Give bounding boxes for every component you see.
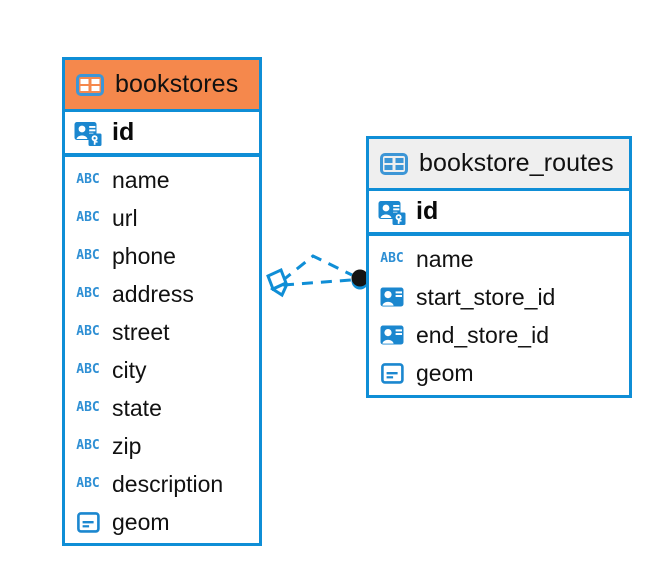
attribute-label: address (112, 280, 194, 307)
primary-key-icon (378, 199, 406, 225)
attribute-row-start-store-id[interactable]: start_store_id (369, 278, 629, 316)
attribute-list-bookstores: ABC name ABC url ABC phone ABC address A… (65, 157, 259, 547)
attribute-row-name[interactable]: ABC name (65, 161, 259, 199)
attribute-row-zip[interactable]: ABC zip (65, 427, 259, 465)
attribute-row-address[interactable]: ABC address (65, 275, 259, 313)
attribute-label: geom (112, 508, 170, 535)
attribute-row-city[interactable]: ABC city (65, 351, 259, 389)
attribute-row-end-store-id[interactable]: end_store_id (369, 316, 629, 354)
text-type-icon: ABC (76, 248, 100, 263)
text-type-icon: ABC (76, 210, 100, 225)
attribute-label: description (112, 470, 224, 497)
attribute-label: name (112, 166, 170, 193)
attribute-label: state (112, 394, 162, 421)
connector-lower-path (282, 278, 352, 287)
text-type-icon: ABC (76, 400, 100, 415)
attribute-row-phone[interactable]: ABC phone (65, 237, 259, 275)
table-icon (380, 152, 408, 175)
text-type-icon: ABC (76, 438, 100, 453)
attribute-row-geom[interactable]: geom (65, 503, 259, 541)
geometry-type-icon (75, 511, 101, 533)
attribute-row-description[interactable]: ABC description (65, 465, 259, 503)
foreign-key-icon (379, 287, 405, 307)
attribute-row-primary-key[interactable]: id (65, 112, 259, 157)
attribute-label: phone (112, 242, 176, 269)
attribute-label: city (112, 356, 147, 383)
attribute-row-primary-key[interactable]: id (369, 191, 629, 236)
attribute-label: end_store_id (416, 321, 549, 348)
entity-header-bookstores[interactable]: bookstores (65, 60, 259, 112)
foreign-key-icon (379, 325, 405, 345)
entity-header-bookstore-routes[interactable]: bookstore_routes (369, 139, 629, 191)
attribute-row-name[interactable]: ABC name (369, 240, 629, 278)
attribute-label: start_store_id (416, 283, 556, 310)
attribute-list-bookstore-routes: ABC name start_store_id (369, 236, 629, 398)
attribute-row-geom[interactable]: geom (369, 354, 629, 392)
text-type-icon: ABC (76, 476, 100, 491)
attribute-label: geom (416, 359, 474, 386)
attribute-label: zip (112, 432, 142, 459)
attribute-row-state[interactable]: ABC state (65, 389, 259, 427)
connector-upper-path (281, 254, 353, 283)
text-type-icon: ABC (76, 362, 100, 377)
text-type-icon: ABC (76, 172, 100, 187)
entity-title: bookstores (115, 70, 239, 98)
table-icon (76, 73, 104, 96)
attribute-label: id (416, 197, 439, 225)
entity-bookstore-routes[interactable]: bookstore_routes (366, 136, 632, 398)
source-diamond-marker (266, 267, 289, 298)
geometry-type-icon (379, 362, 405, 384)
text-type-icon: ABC (76, 324, 100, 339)
attribute-label: street (112, 318, 170, 345)
text-type-icon: ABC (76, 286, 100, 301)
text-type-icon: ABC (380, 251, 404, 266)
attribute-row-url[interactable]: ABC url (65, 199, 259, 237)
attribute-row-street[interactable]: ABC street (65, 313, 259, 351)
attribute-label: name (416, 245, 474, 272)
attribute-label: id (112, 118, 135, 146)
attribute-label: url (112, 204, 138, 231)
primary-key-icon (74, 120, 102, 146)
entity-title: bookstore_routes (419, 149, 614, 177)
entity-bookstores[interactable]: bookstores (62, 57, 262, 546)
